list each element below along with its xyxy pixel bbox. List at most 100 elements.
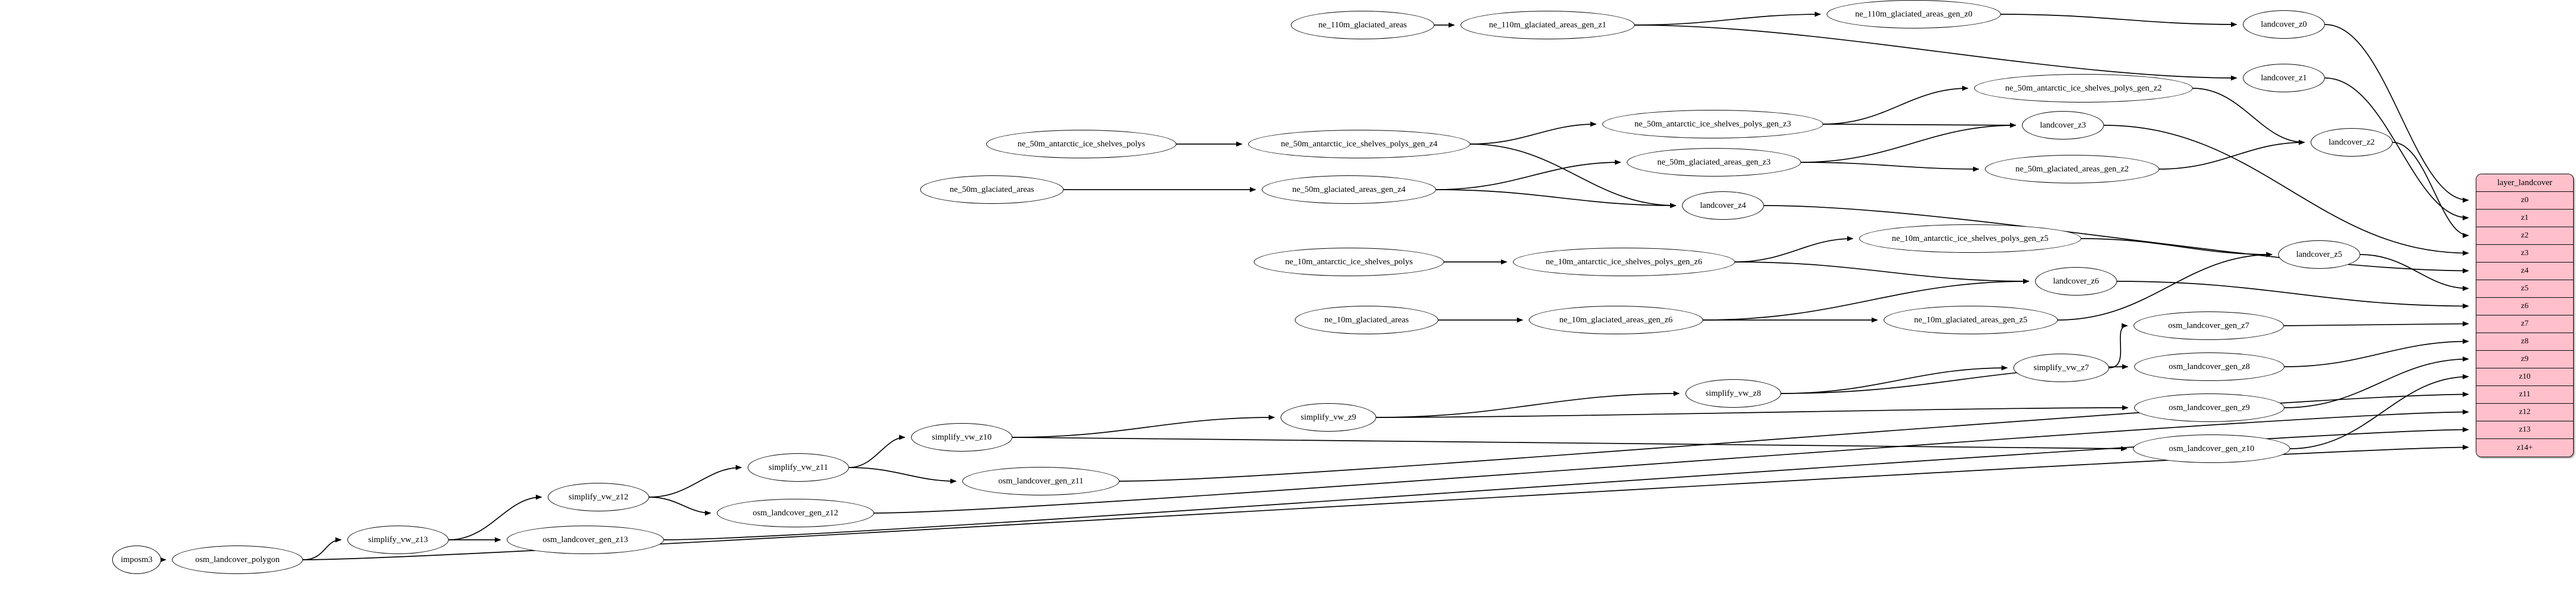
graph-node-osm_landcover_gen_z12[interactable]: osm_landcover_gen_z12 (717, 499, 874, 527)
graph-node-osm_landcover_gen_z7[interactable]: osm_landcover_gen_z7 (2134, 311, 2284, 340)
graph-node-label: ne_10m_antarctic_ice_shelves_polys_gen_z… (1892, 233, 2049, 243)
graph-node-osm_landcover_gen_z8[interactable]: osm_landcover_gen_z8 (2134, 352, 2284, 381)
graph-node-ne_10m_antarctic_ice_shelves_polys_gen_z5[interactable]: ne_10m_antarctic_ice_shelves_polys_gen_z… (1859, 224, 2081, 253)
table-row[interactable]: z13 (2476, 421, 2573, 439)
graph-node-imposm3[interactable]: imposm3 (112, 546, 161, 574)
graph-edge (1435, 159, 1621, 190)
graph-edge (1734, 261, 2029, 284)
graph-node-label: osm_landcover_gen_z13 (543, 535, 628, 544)
graph-edge (663, 427, 2469, 540)
graph-node-osm_landcover_polygon[interactable]: osm_landcover_polygon (172, 546, 303, 574)
graph-edge (2103, 125, 2469, 256)
graph-node-simplify_vw_z10[interactable]: simplify_vw_z10 (911, 423, 1012, 452)
graph-node-landcover_z1[interactable]: landcover_z1 (2243, 64, 2325, 92)
table-row[interactable]: z11 (2476, 386, 2573, 404)
table-row[interactable]: z9 (2476, 351, 2573, 368)
graph-edge (2192, 88, 2305, 145)
graph-node-ne_10m_antarctic_ice_shelves_polys[interactable]: ne_10m_antarctic_ice_shelves_polys (1254, 248, 1444, 276)
graph-node-label: ne_50m_antarctic_ice_shelves_polys_gen_z… (2005, 83, 2162, 93)
graph-node-label: simplify_vw_z13 (368, 535, 428, 544)
graph-node-landcover_z4[interactable]: landcover_z4 (1682, 191, 1764, 220)
table-row[interactable]: z8 (2476, 333, 2573, 351)
graph-edge (1800, 122, 2016, 163)
graph-edge (1012, 415, 1275, 438)
graph-node-ne_10m_glaciated_areas_gen_z5[interactable]: ne_10m_glaciated_areas_gen_z5 (1884, 306, 2058, 334)
graph-node-landcover_z2[interactable]: landcover_z2 (2311, 128, 2393, 157)
graph-edge (1634, 24, 2237, 81)
graph-edge (1781, 365, 2008, 394)
graph-edge (2284, 356, 2469, 408)
graph-edge (1435, 189, 1676, 208)
graph-node-ne_50m_antarctic_ice_shelves_polys_gen_z4[interactable]: ne_50m_antarctic_ice_shelves_polys_gen_z… (1248, 130, 1470, 158)
graph-node-simplify_vw_z7[interactable]: simplify_vw_z7 (2013, 354, 2109, 382)
graph-node-ne_50m_glaciated_areas_gen_z2[interactable]: ne_50m_glaciated_areas_gen_z2 (1985, 155, 2159, 183)
table-row[interactable]: z2 (2476, 227, 2573, 245)
graph-node-ne_10m_antarctic_ice_shelves_polys_gen_z6[interactable]: ne_10m_antarctic_ice_shelves_polys_gen_z… (1513, 248, 1735, 276)
table-row[interactable]: z12 (2476, 404, 2573, 421)
graph-edge (2392, 142, 2469, 238)
graph-node-landcover_z0[interactable]: landcover_z0 (2243, 10, 2325, 39)
table-row[interactable]: z0 (2476, 192, 2573, 210)
graph-node-label: osm_landcover_gen_z7 (2168, 321, 2250, 330)
graph-edge (2057, 252, 2273, 321)
graph-edge (1012, 437, 2127, 452)
graph-node-ne_50m_glaciated_areas_gen_z3[interactable]: ne_50m_glaciated_areas_gen_z3 (1627, 148, 1801, 177)
graph-node-ne_50m_glaciated_areas[interactable]: ne_50m_glaciated_areas (920, 175, 1064, 204)
graph-edge (1800, 162, 1979, 172)
table-row[interactable]: z1 (2476, 210, 2573, 227)
graph-node-label: osm_landcover_gen_z10 (2169, 444, 2254, 453)
table-row[interactable]: z10 (2476, 368, 2573, 386)
graph-node-label: simplify_vw_z10 (932, 432, 992, 442)
graph-node-simplify_vw_z12[interactable]: simplify_vw_z12 (548, 483, 649, 511)
table-row[interactable]: z5 (2476, 280, 2573, 298)
graph-node-osm_landcover_gen_z13[interactable]: osm_landcover_gen_z13 (507, 526, 664, 554)
graph-edge (2324, 24, 2469, 203)
table-row[interactable]: z14+ (2476, 439, 2573, 457)
graph-node-ne_110m_glaciated_areas_gen_z0[interactable]: ne_110m_glaciated_areas_gen_z0 (1827, 0, 2001, 28)
graph-node-simplify_vw_z8[interactable]: simplify_vw_z8 (1685, 379, 1781, 408)
graph-edge (848, 434, 905, 468)
graph-edge (448, 494, 542, 540)
graph-node-simplify_vw_z13[interactable]: simplify_vw_z13 (347, 526, 449, 554)
graph-edge (1823, 85, 1968, 125)
graph-edge (1470, 143, 1676, 208)
graph-node-ne_50m_antarctic_ice_shelves_polys_gen_z2[interactable]: ne_50m_antarctic_ice_shelves_polys_gen_z… (1974, 74, 2193, 102)
graph-node-landcover_z6[interactable]: landcover_z6 (2035, 267, 2117, 296)
graph-node-osm_landcover_gen_z10[interactable]: osm_landcover_gen_z10 (2133, 434, 2290, 463)
graph-edge (873, 409, 2469, 514)
graph-edge (2159, 140, 2305, 170)
graph-edge (1734, 236, 1853, 263)
graph-node-simplify_vw_z11[interactable]: simplify_vw_z11 (748, 453, 849, 482)
graph-node-label: osm_landcover_gen_z12 (753, 508, 838, 518)
graph-node-ne_50m_antarctic_ice_shelves_polys[interactable]: ne_50m_antarctic_ice_shelves_polys (986, 130, 1176, 158)
graph-node-label: landcover_z6 (2053, 276, 2099, 286)
graph-node-label: simplify_vw_z11 (768, 462, 828, 472)
graph-node-ne_10m_glaciated_areas_gen_z6[interactable]: ne_10m_glaciated_areas_gen_z6 (1529, 306, 1703, 334)
graph-edge (302, 537, 342, 560)
graph-edge (1470, 121, 1597, 145)
graph-node-ne_10m_glaciated_areas[interactable]: ne_10m_glaciated_areas (1295, 306, 1438, 334)
table-row[interactable]: z6 (2476, 298, 2573, 315)
graph-node-label: ne_50m_antarctic_ice_shelves_polys (1017, 139, 1146, 149)
graph-edge (2283, 321, 2469, 327)
graph-node-label: imposm3 (121, 555, 153, 564)
graph-node-label: landcover_z5 (2296, 249, 2343, 259)
graph-node-label: simplify_vw_z7 (2033, 363, 2089, 372)
graph-edge (1703, 278, 2029, 321)
graph-node-label: ne_10m_antarctic_ice_shelves_polys_gen_z… (1545, 257, 1703, 266)
graph-node-ne_50m_glaciated_areas_gen_z4[interactable]: ne_50m_glaciated_areas_gen_z4 (1262, 175, 1436, 204)
table-row[interactable]: z3 (2476, 245, 2573, 263)
graph-node-label: ne_110m_glaciated_areas (1318, 20, 1407, 30)
graph-node-osm_landcover_gen_z9[interactable]: osm_landcover_gen_z9 (2134, 393, 2284, 422)
graph-node-ne_110m_glaciated_areas[interactable]: ne_110m_glaciated_areas (1291, 11, 1434, 39)
graph-node-landcover_z5[interactable]: landcover_z5 (2278, 240, 2360, 269)
graph-node-ne_110m_glaciated_areas_gen_z1[interactable]: ne_110m_glaciated_areas_gen_z1 (1461, 11, 1635, 39)
graph-node-simplify_vw_z9[interactable]: simplify_vw_z9 (1281, 403, 1376, 432)
graph-node-landcover_z3[interactable]: landcover_z3 (2022, 111, 2104, 140)
graph-node-ne_50m_antarctic_ice_shelves_polys_gen_z3[interactable]: ne_50m_antarctic_ice_shelves_polys_gen_z… (1602, 110, 1823, 138)
table-row[interactable]: z4 (2476, 263, 2573, 280)
graph-node-osm_landcover_gen_z11[interactable]: osm_landcover_gen_z11 (962, 467, 1119, 495)
table-row[interactable]: z7 (2476, 315, 2573, 333)
